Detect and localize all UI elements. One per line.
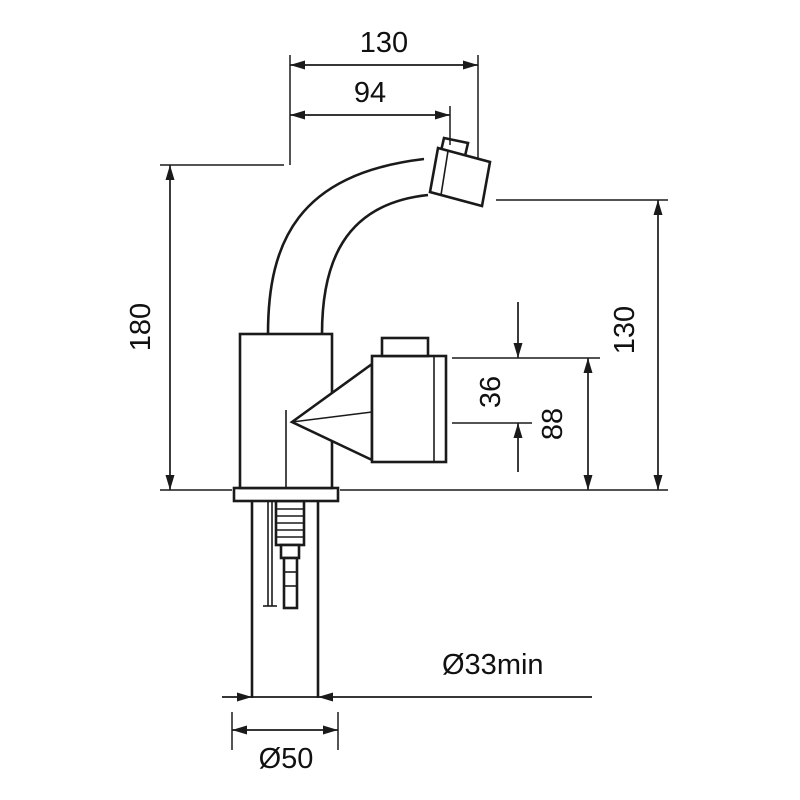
aerator — [428, 136, 492, 208]
deck-hole-lines — [250, 501, 320, 698]
arrowhead — [290, 110, 305, 120]
dim-label-spout-reach: 94 — [354, 77, 386, 109]
arrowhead — [583, 475, 593, 490]
spout-outer-curve — [266, 157, 425, 335]
dim-label-base-diameter: Ø50 — [259, 743, 314, 775]
handle-cartridge — [289, 336, 448, 464]
cartridge-cylinder — [370, 354, 448, 464]
dim-label-height-overall: 180 — [125, 303, 157, 351]
dim-cartridge-height: 36 — [452, 302, 600, 472]
arrowhead — [165, 165, 175, 180]
dim-label-spout-height: 130 — [609, 306, 641, 354]
dim-label-hole-diameter: Ø33min — [442, 649, 544, 681]
arrowhead — [513, 343, 523, 358]
dim-label-body-height: 88 — [537, 408, 569, 440]
dim-hole-diameter: Ø33min — [222, 649, 592, 702]
threaded-shank — [263, 499, 306, 610]
arrowhead — [290, 60, 305, 70]
arrowhead — [323, 725, 338, 735]
arrowhead — [583, 358, 593, 373]
dim-spout-reach: 94 — [290, 77, 451, 145]
arrowhead — [232, 725, 247, 735]
base-flange — [232, 486, 340, 503]
arrowhead — [165, 475, 175, 490]
cone-inner-line — [291, 411, 373, 423]
aerator-head — [428, 146, 492, 208]
dim-label-width-overall: 130 — [360, 27, 408, 59]
hose-nut — [279, 543, 301, 560]
arrowhead — [237, 692, 252, 702]
arrowhead — [653, 200, 663, 215]
arrowhead — [513, 423, 523, 438]
dim-width-overall: 130 — [289, 27, 479, 165]
dim-body-height: 88 — [537, 358, 593, 490]
dim-spout-height: 130 — [340, 199, 668, 491]
aerator-inner-line — [440, 150, 449, 196]
cartridge-cap — [380, 336, 430, 358]
supply-hose — [282, 556, 299, 610]
arrowhead — [463, 60, 478, 70]
arrowhead — [318, 692, 333, 702]
faucet-drawing — [232, 136, 492, 698]
dim-label-cartridge-height: 36 — [475, 376, 507, 408]
spout — [266, 157, 429, 335]
arrowhead — [435, 110, 450, 120]
dim-base-diameter: Ø50 — [231, 712, 339, 775]
arrowhead — [653, 475, 663, 490]
spout-inner-curve — [320, 193, 429, 335]
dim-height-overall: 180 — [125, 164, 284, 491]
